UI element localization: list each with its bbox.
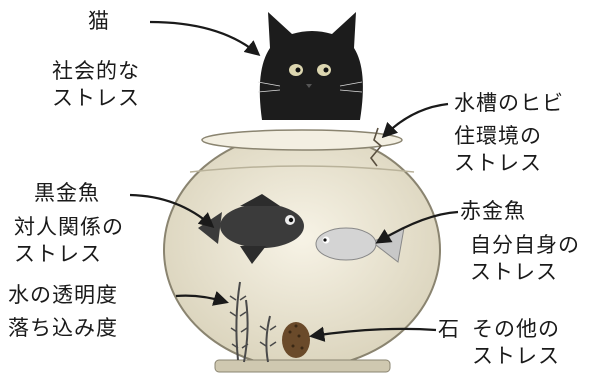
cat-desc: 社会的な ストレス [52, 58, 140, 112]
stone-desc: その他の ストレス [472, 316, 560, 370]
water-line1: 水の透明度 [8, 283, 118, 307]
red-fish-name: 赤金魚 [460, 199, 526, 223]
cat-desc-line2: ストレス [52, 86, 140, 110]
black-fish-name: 黒金魚 [34, 181, 100, 205]
stone-name: 石 [438, 317, 460, 341]
black-fish-desc-line2: ストレス [14, 242, 102, 266]
red-goldfish [315, 227, 405, 263]
arrow-red-fish [375, 210, 459, 244]
black-fish-desc: 対人関係の ストレス [14, 214, 124, 268]
arrow-stone [308, 326, 437, 342]
cat-desc-line1: 社会的な [52, 59, 140, 83]
cat-name: 猫 [88, 9, 110, 33]
crack [369, 127, 383, 167]
arrow-cat [149, 20, 261, 56]
stone [282, 322, 310, 358]
cat [257, 12, 363, 120]
arrow-black-fish [129, 193, 215, 229]
black-fish-desc-line1: 対人関係の [14, 215, 124, 239]
crack-desc-line2: ストレス [454, 151, 542, 175]
red-fish-desc-line2: ストレス [470, 260, 558, 284]
fish-bowl [163, 129, 441, 373]
stone-name-label: 石 [438, 316, 460, 343]
water-plants [229, 281, 277, 363]
arrow-crack [381, 102, 449, 139]
crack-name: 水槽のヒビ [454, 91, 564, 115]
arrows [129, 20, 459, 342]
red-fish-desc: 自分自身の ストレス [470, 232, 580, 286]
stone-desc-line2: ストレス [472, 344, 560, 368]
crack-label: 水槽のヒビ 住環境の ストレス [454, 90, 564, 177]
red-fish-name-label: 赤金魚 [460, 198, 526, 225]
black-fish-name-label: 黒金魚 [34, 180, 100, 207]
cat-label: 猫 [88, 8, 110, 35]
crack-desc-line1: 住環境の [454, 124, 542, 148]
water-line2: 落ち込み度 [8, 316, 118, 340]
arrow-water [175, 291, 229, 306]
water-label: 水の透明度 落ち込み度 [8, 282, 118, 342]
stone-desc-line1: その他の [472, 317, 560, 341]
red-fish-desc-line1: 自分自身の [470, 233, 580, 257]
